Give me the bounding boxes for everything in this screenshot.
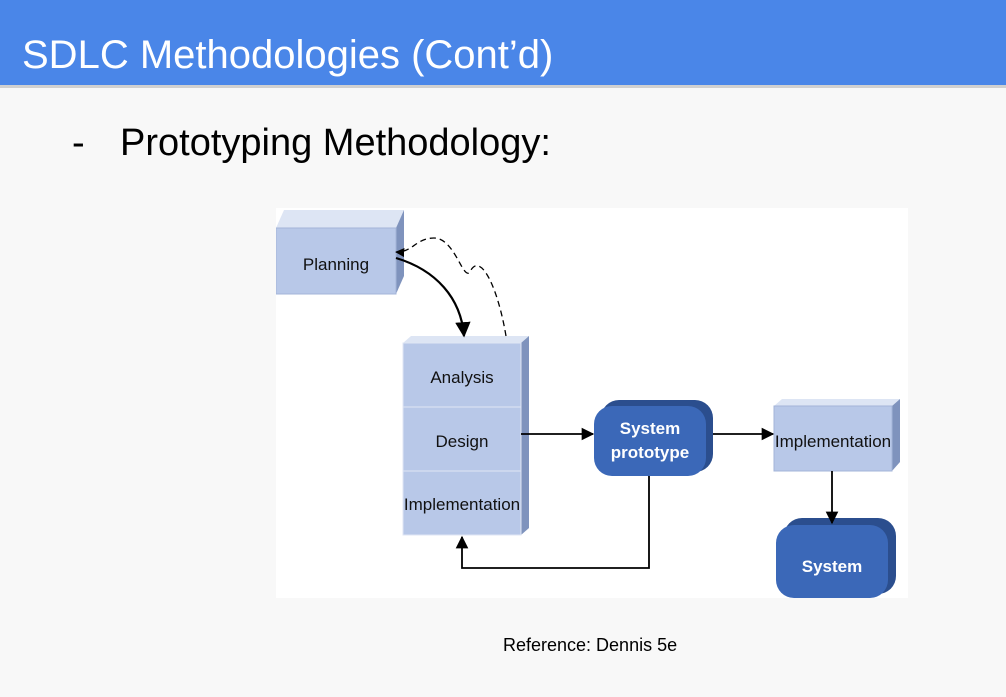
analysis-label: Analysis [430, 368, 493, 387]
design-box [402, 406, 522, 472]
title-bar-shadow [0, 85, 1006, 88]
planning-to-analysis-arrow [395, 256, 471, 338]
diagram-canvas: Planning Analysis Design Implementation … [276, 210, 900, 598]
implementation-box [402, 470, 522, 536]
analysis-box [402, 342, 522, 408]
planning-box: Planning [276, 210, 404, 295]
final-implementation-label: Implementation [775, 432, 891, 451]
prototype-label-line2: prototype [611, 443, 689, 462]
bullet-item: -Prototyping Methodology: [72, 120, 551, 166]
prototype-feedback-arrow [455, 476, 650, 569]
slide-title: SDLC Methodologies (Cont’d) [22, 33, 554, 77]
system-prototype-box: System prototype [594, 400, 713, 476]
prototype-label-line1: System [620, 419, 680, 438]
bullet-marker: - [72, 122, 85, 164]
system-label: System [802, 557, 862, 576]
reference-note: Reference: Dennis 5e [503, 635, 678, 655]
bullet-text: Prototyping Methodology: [120, 122, 551, 164]
final-implementation-box: Implementation [773, 399, 900, 472]
feedback-dashed-arrow [395, 237, 507, 337]
implementation-label: Implementation [404, 495, 520, 514]
system-box: System [776, 518, 896, 598]
planning-label: Planning [303, 255, 369, 274]
prototyping-diagram: Planning Analysis Design Implementation … [276, 208, 908, 598]
design-label: Design [436, 432, 489, 451]
title-bar [0, 0, 1006, 85]
phase-stack: Analysis Design Implementation [402, 336, 529, 536]
